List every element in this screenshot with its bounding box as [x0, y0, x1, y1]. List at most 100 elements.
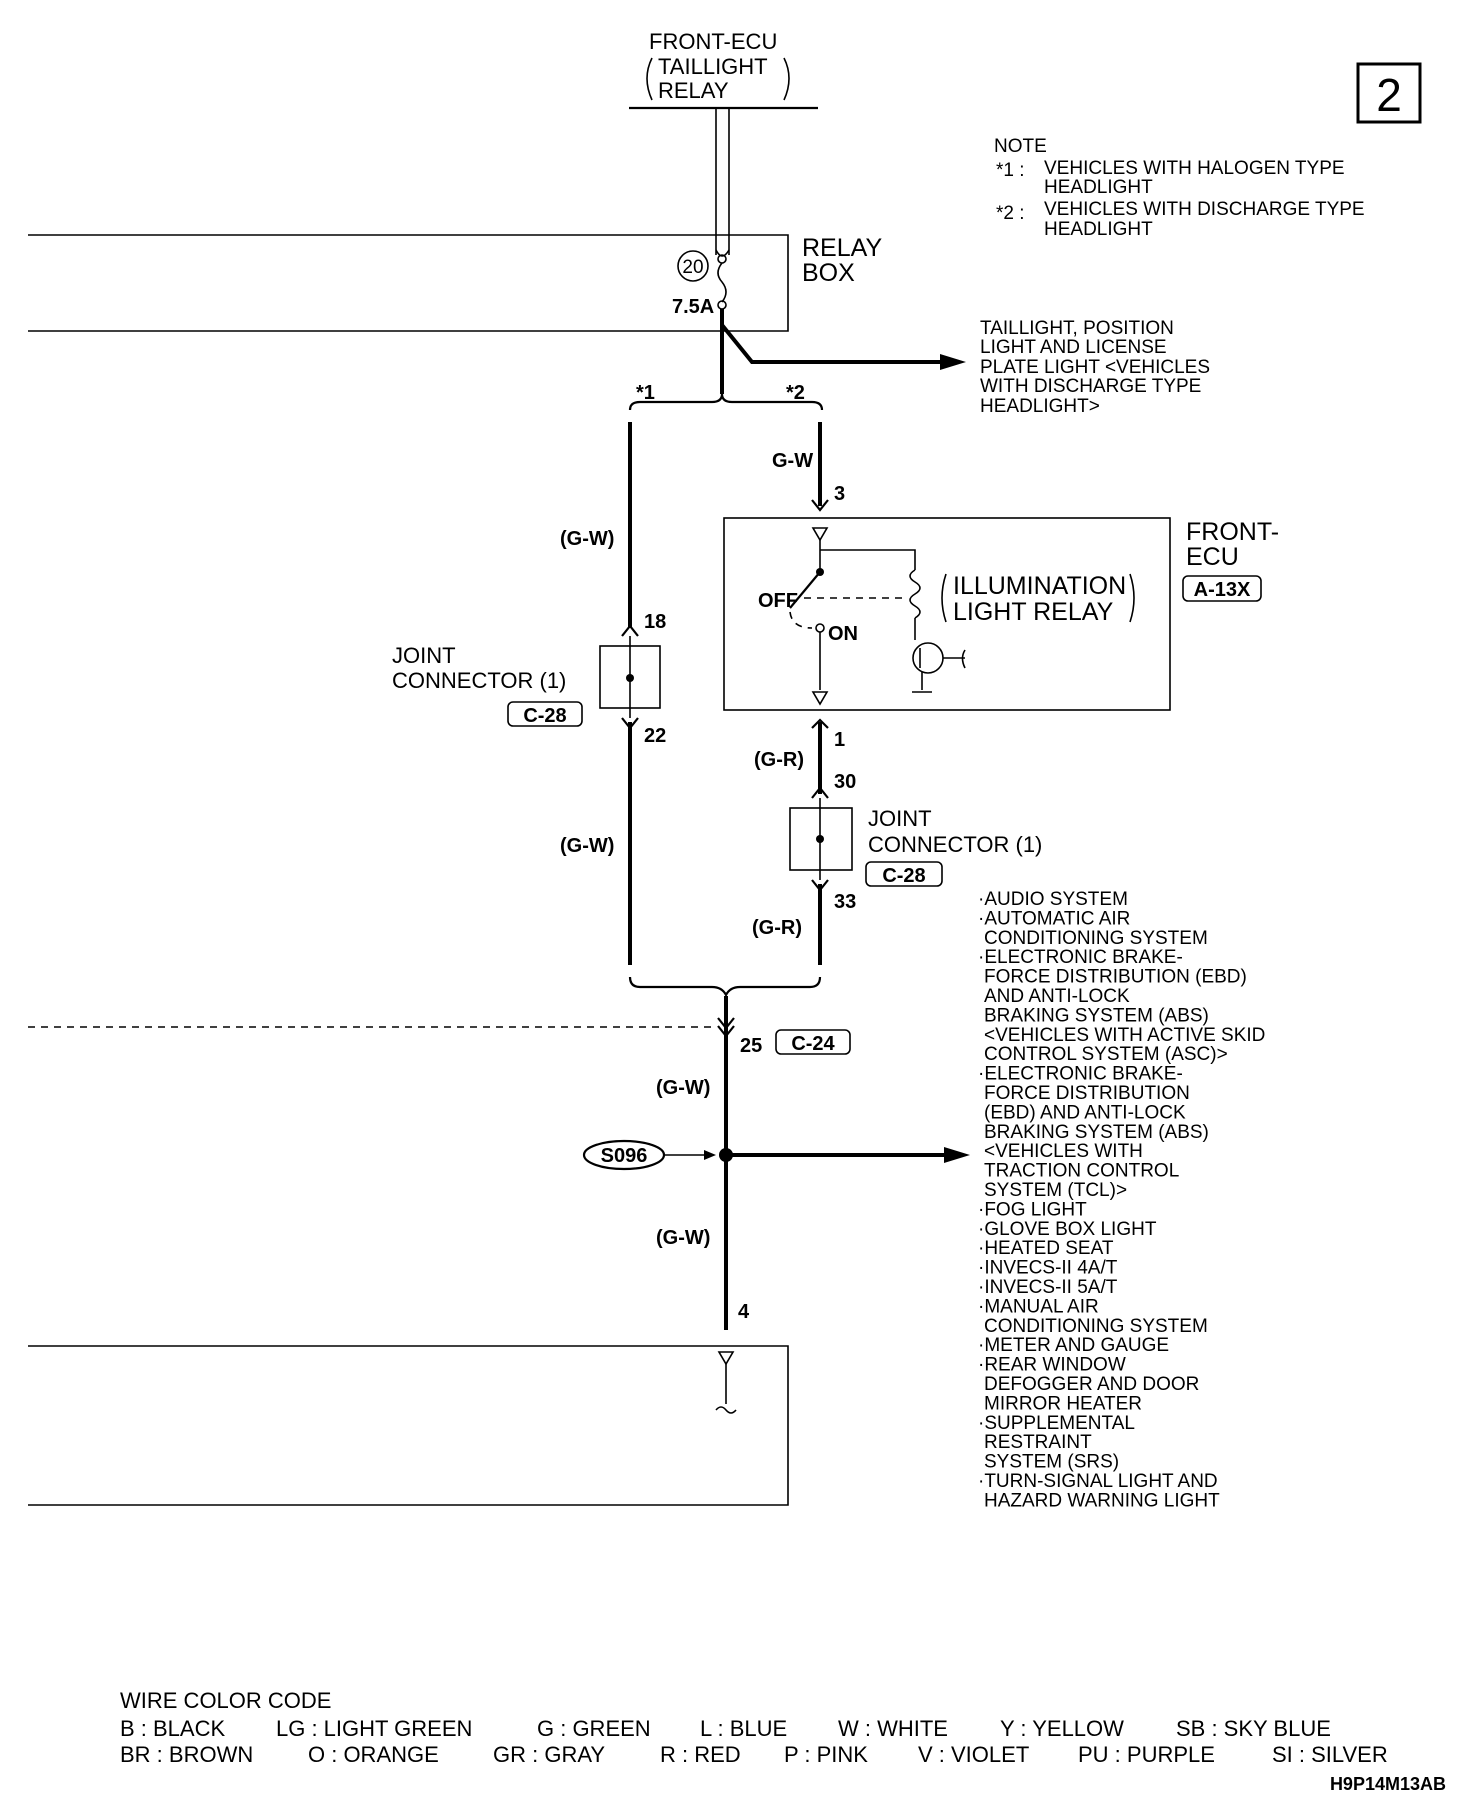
systems-list-line: HAZARD WARNING LIGHT [984, 1490, 1220, 1511]
source-line2: TAILLIGHT [658, 54, 768, 79]
color-code-title: WIRE COLOR CODE [120, 1688, 331, 1713]
color-code-sb: SB : SKY BLUE [1176, 1716, 1331, 1741]
taillight-line4: WITH DISCHARGE TYPE [980, 376, 1201, 397]
note-block: NOTE *1 : VEHICLES WITH HALOGEN TYPE HEA… [994, 136, 1365, 240]
pin-30: 30 [834, 771, 856, 793]
left-wire-color-upper: (G-W) [560, 528, 614, 550]
color-code-lg: LG : LIGHT GREEN [276, 1716, 472, 1741]
systems-list-line: <VEHICLES WITH ACTIVE SKID [984, 1025, 1265, 1046]
variant-brace-bottom [628, 976, 822, 998]
c24-connector-box [775, 1029, 851, 1055]
brace-mark-left: *1 [636, 382, 655, 404]
taillight-line1: TAILLIGHT, POSITION [980, 318, 1174, 339]
pin18-mark [621, 624, 639, 637]
systems-list-line: ·INVECS-II 5A/T [978, 1277, 1118, 1298]
systems-list-line: DEFOGGER AND DOOR [984, 1374, 1199, 1395]
transistor-icon [912, 642, 944, 674]
note-mark-2: *2 : [996, 203, 1025, 224]
pin1-mark [811, 718, 829, 729]
taillight-line2: LIGHT AND LICENSE [980, 337, 1167, 358]
switch-on-label: ON [828, 623, 858, 645]
source-wire-join [715, 249, 730, 257]
relay-bracket-left [941, 573, 947, 623]
systems-list-line: RESTRAINT [984, 1432, 1092, 1453]
color-code-g: G : GREEN [537, 1716, 651, 1741]
switch-on-contact [815, 623, 825, 633]
systems-list-line: ·INVECS-II 4A/T [978, 1258, 1118, 1279]
systems-list-line: BRAKING SYSTEM (ABS) [984, 1005, 1209, 1026]
front-ecu-line2: ECU [1186, 543, 1239, 571]
systems-list: ·AUDIO SYSTEM·AUTOMATIC AIRCONDITIONING … [978, 889, 1265, 1511]
systems-list-line: FORCE DISTRIBUTION (EBD) [984, 967, 1247, 988]
taillight-line5: HEADLIGHT> [980, 396, 1100, 417]
systems-list-line: ·SUPPLEMENTAL [978, 1413, 1135, 1434]
c24-connector: C-24 [791, 1033, 835, 1055]
color-code-br: BR : BROWN [120, 1742, 253, 1767]
joint-right-box [789, 807, 853, 871]
source-bracket-left [646, 57, 653, 101]
page-badge-box [1356, 62, 1422, 124]
pin-3: 3 [834, 483, 845, 505]
taillight-branch: TAILLIGHT, POSITION LIGHT AND LICENSE PL… [720, 318, 1210, 417]
joint-left-line1: JOINT [392, 643, 456, 668]
systems-list-line: ·HEATED SEAT [978, 1238, 1114, 1259]
taillight-branch-arrow [940, 354, 966, 370]
front-ecu-connector: A-13X [1194, 579, 1251, 601]
systems-list-line: ·ELECTRONIC BRAKE- [978, 947, 1183, 968]
joint-left-connector: C-28 [523, 705, 566, 727]
joint-right-connector: C-28 [882, 865, 925, 887]
color-code-gr: GR : GRAY [493, 1742, 605, 1767]
systems-list-line: ·FOG LIGHT [978, 1199, 1087, 1220]
ecu-terminal-in [811, 527, 829, 542]
switch-off-label: OFF [758, 590, 798, 612]
relay-bracket-right [1129, 573, 1135, 623]
pin-22: 22 [644, 725, 666, 747]
main-trunk: 25 C-24 (G-W) S096 (G-W) 4 [28, 996, 970, 1506]
color-code-y: Y : YELLOW [1000, 1716, 1124, 1741]
color-code-v: V : VIOLET [918, 1742, 1029, 1767]
splice-label: S096 [601, 1145, 648, 1167]
fuse-number: 20 [682, 257, 703, 278]
systems-list-line: (EBD) AND ANTI-LOCK [984, 1102, 1186, 1123]
color-code-l: L : BLUE [700, 1716, 787, 1741]
brace-mark-right: *2 [786, 382, 805, 404]
joint-right-connector-box [865, 861, 943, 887]
pin-1: 1 [834, 729, 845, 751]
color-code-p: P : PINK [784, 1742, 868, 1767]
joint-right-line2: CONNECTOR (1) [868, 832, 1042, 857]
right-branch: G-W 3 FRONT- ECU A-13X OFF ON ILLUMINATI… [723, 422, 1279, 965]
source-line3: RELAY [658, 78, 729, 103]
systems-list-line: CONTROL SYSTEM (ASC)> [984, 1044, 1228, 1065]
front-ecu-line1: FRONT- [1186, 518, 1279, 546]
systems-branch-arrow [944, 1147, 970, 1163]
lower-break-mark [715, 1406, 737, 1414]
switch-travel-arc [789, 611, 813, 629]
ecu-terminal-out [811, 691, 829, 706]
left-wire-color-lower: (G-W) [560, 835, 614, 857]
figure-code: H9P14M13AB [1330, 1774, 1446, 1794]
relay-box-line2: BOX [802, 259, 855, 287]
relay-box-line1: RELAY [802, 234, 882, 262]
systems-list-line: ·TURN-SIGNAL LIGHT AND [978, 1471, 1218, 1492]
joint-left-connector-box [507, 701, 583, 727]
systems-list-line: AND ANTI-LOCK [984, 986, 1130, 1007]
systems-list-line: <VEHICLES WITH [984, 1141, 1143, 1162]
pin-25: 25 [740, 1035, 762, 1057]
right-wire-color-lower: (G-R) [752, 917, 802, 939]
source-bracket-right [783, 57, 790, 101]
pin-4: 4 [738, 1301, 750, 1323]
taillight-line3: PLATE LIGHT <VEHICLES [980, 357, 1210, 378]
right-wire-color-mid: (G-R) [754, 749, 804, 771]
systems-list-line: CONDITIONING SYSTEM [984, 928, 1208, 949]
taillight-relay-source: FRONT-ECU TAILLIGHT RELAY [629, 29, 818, 257]
systems-list-line: SYSTEM (SRS) [984, 1452, 1119, 1473]
systems-list-line: BRAKING SYSTEM (ABS) [984, 1122, 1209, 1143]
brace-top-path [628, 393, 824, 411]
page-badge: 2 [1376, 69, 1402, 121]
systems-list-line: TRACTION CONTROL [984, 1161, 1179, 1182]
systems-list-line: CONDITIONING SYSTEM [984, 1316, 1208, 1337]
note-item-2-line1: VEHICLES WITH DISCHARGE TYPE [1044, 199, 1365, 220]
ecu-coil-feed [820, 549, 916, 570]
relay-box: RELAY BOX 20 7.5A [28, 234, 882, 332]
